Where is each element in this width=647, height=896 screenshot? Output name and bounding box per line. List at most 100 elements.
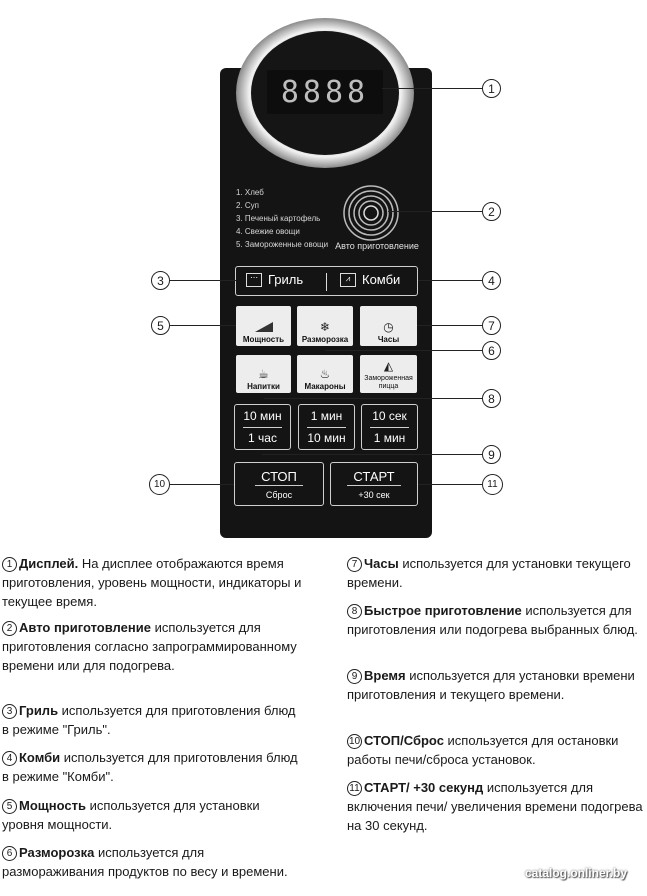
description-number: 9 [347, 669, 362, 684]
combi-button[interactable]: ⩘ Комби [340, 272, 400, 287]
description-title: Авто приготовление [19, 620, 151, 635]
pizza-button[interactable]: ◭ Замороженная пицца [360, 355, 417, 393]
power-button[interactable]: Мощность [236, 306, 291, 346]
leader-line-10 [170, 484, 234, 485]
callout-2: 2 [482, 202, 501, 221]
callout-10: 10 [149, 474, 170, 495]
description-number: 1 [2, 557, 17, 572]
clock-icon: ◷ [383, 320, 394, 334]
reset-label: Сброс [265, 489, 293, 500]
description-number: 7 [347, 557, 362, 572]
description-text: используется для размораживания продукто… [2, 845, 288, 879]
plus30-label: +30 сек [358, 489, 390, 500]
clock-label: Часы [377, 335, 400, 344]
grill-button[interactable]: ⋯ Гриль [246, 272, 303, 287]
grill-combi-bar: ⋯ Гриль ⩘ Комби [235, 266, 418, 296]
description-text: используется для приготовления согласно … [2, 620, 297, 673]
description-title: Дисплей. [19, 556, 79, 571]
description-text: используется для остановки работы печи/с… [347, 733, 619, 767]
display: 8888 [267, 70, 383, 114]
description-title: Комби [19, 750, 61, 765]
bowl-icon: ♨ [319, 367, 331, 381]
description-text: используется для включения печи/ увеличе… [347, 780, 643, 833]
description-title: Гриль [19, 703, 59, 718]
description-number: 5 [2, 799, 17, 814]
leader-line-3 [170, 280, 236, 281]
description-text: используется для установки времени приго… [347, 668, 635, 702]
description-title: Время [364, 668, 406, 683]
callout-5: 5 [151, 316, 170, 335]
drinks-button[interactable]: ☕ Напитки [236, 355, 291, 393]
power-level-icon [254, 322, 273, 332]
time-button-1min-10min[interactable]: 1 мин 10 мин [298, 404, 355, 450]
callout-3: 3 [151, 271, 170, 290]
description-title: Разморозка [19, 845, 95, 860]
clock-button[interactable]: ◷ Часы [360, 306, 417, 346]
leader-line-4 [418, 280, 482, 281]
auto-cook-label: Авто приготовление [335, 241, 419, 251]
callout-1: 1 [482, 79, 501, 98]
description-title: Мощность [19, 798, 86, 813]
start-button[interactable]: СТАРТ +30 сек [330, 462, 418, 506]
combi-label: Комби [362, 272, 401, 287]
time-label-top: 1 мин [310, 408, 343, 423]
auto-program-2: 2. Суп [236, 201, 260, 210]
time-label-bottom: 1 час [248, 431, 277, 446]
stop-label: СТОП [255, 469, 303, 486]
description-text: используется для приготовления блюд в ре… [2, 703, 296, 737]
description-text: используется для установки уровня мощнос… [2, 798, 260, 832]
time-label-bottom: 1 мин [373, 431, 406, 446]
defrost-button[interactable]: ❄ Разморозка [297, 306, 353, 346]
pizza-label: Замороженная пицца [364, 375, 413, 390]
leader-line-11 [418, 484, 482, 485]
start-label: СТАРТ [347, 469, 401, 486]
stop-button[interactable]: СТОП Сброс [234, 462, 324, 506]
callout-4: 4 [482, 271, 501, 290]
description-title: Быстрое приготовление [364, 603, 522, 618]
description-number: 4 [2, 751, 17, 766]
description-number: 3 [2, 704, 17, 719]
description-number: 2 [2, 621, 17, 636]
callout-7: 7 [482, 316, 501, 335]
time-button-10sec-1min[interactable]: 10 сек 1 мин [361, 404, 418, 450]
leader-line-6 [325, 350, 482, 351]
auto-program-5: 5. Замороженные овощи [236, 240, 329, 249]
description-text: На дисплее отображаются время приготовле… [2, 556, 302, 609]
time-label-bottom: 10 мин [307, 431, 346, 446]
description-text: используется для приготовления или подог… [347, 603, 638, 637]
callout-9: 9 [482, 445, 501, 464]
callout-6: 6 [482, 341, 501, 360]
description-number: 10 [347, 734, 362, 749]
power-label: Мощность [242, 335, 285, 344]
leader-line-9 [262, 454, 482, 455]
description-number: 11 [347, 781, 362, 796]
pasta-button[interactable]: ♨ Макароны [297, 355, 353, 393]
defrost-label: Разморозка [301, 335, 349, 344]
leader-line-7 [417, 325, 482, 326]
description-number: 8 [347, 604, 362, 619]
description-title: Часы [364, 556, 399, 571]
description-title: СТАРТ/ +30 секунд [364, 780, 484, 795]
time-button-10min-1h[interactable]: 10 мин 1 час [234, 404, 291, 450]
time-label-top: 10 сек [372, 408, 407, 423]
callout-8: 8 [482, 389, 501, 408]
auto-cook-knob[interactable] [343, 185, 399, 241]
auto-program-1: 1. Хлеб [236, 188, 264, 197]
auto-program-3: 3. Печеный картофель [236, 214, 321, 223]
auto-program-4: 4. Свежие овощи [236, 227, 300, 236]
snowflake-icon: ❄ [319, 320, 331, 334]
description-title: СТОП/Сброс [364, 733, 444, 748]
leader-line-1 [382, 88, 482, 89]
watermark: catalog.onliner.by [524, 866, 627, 880]
